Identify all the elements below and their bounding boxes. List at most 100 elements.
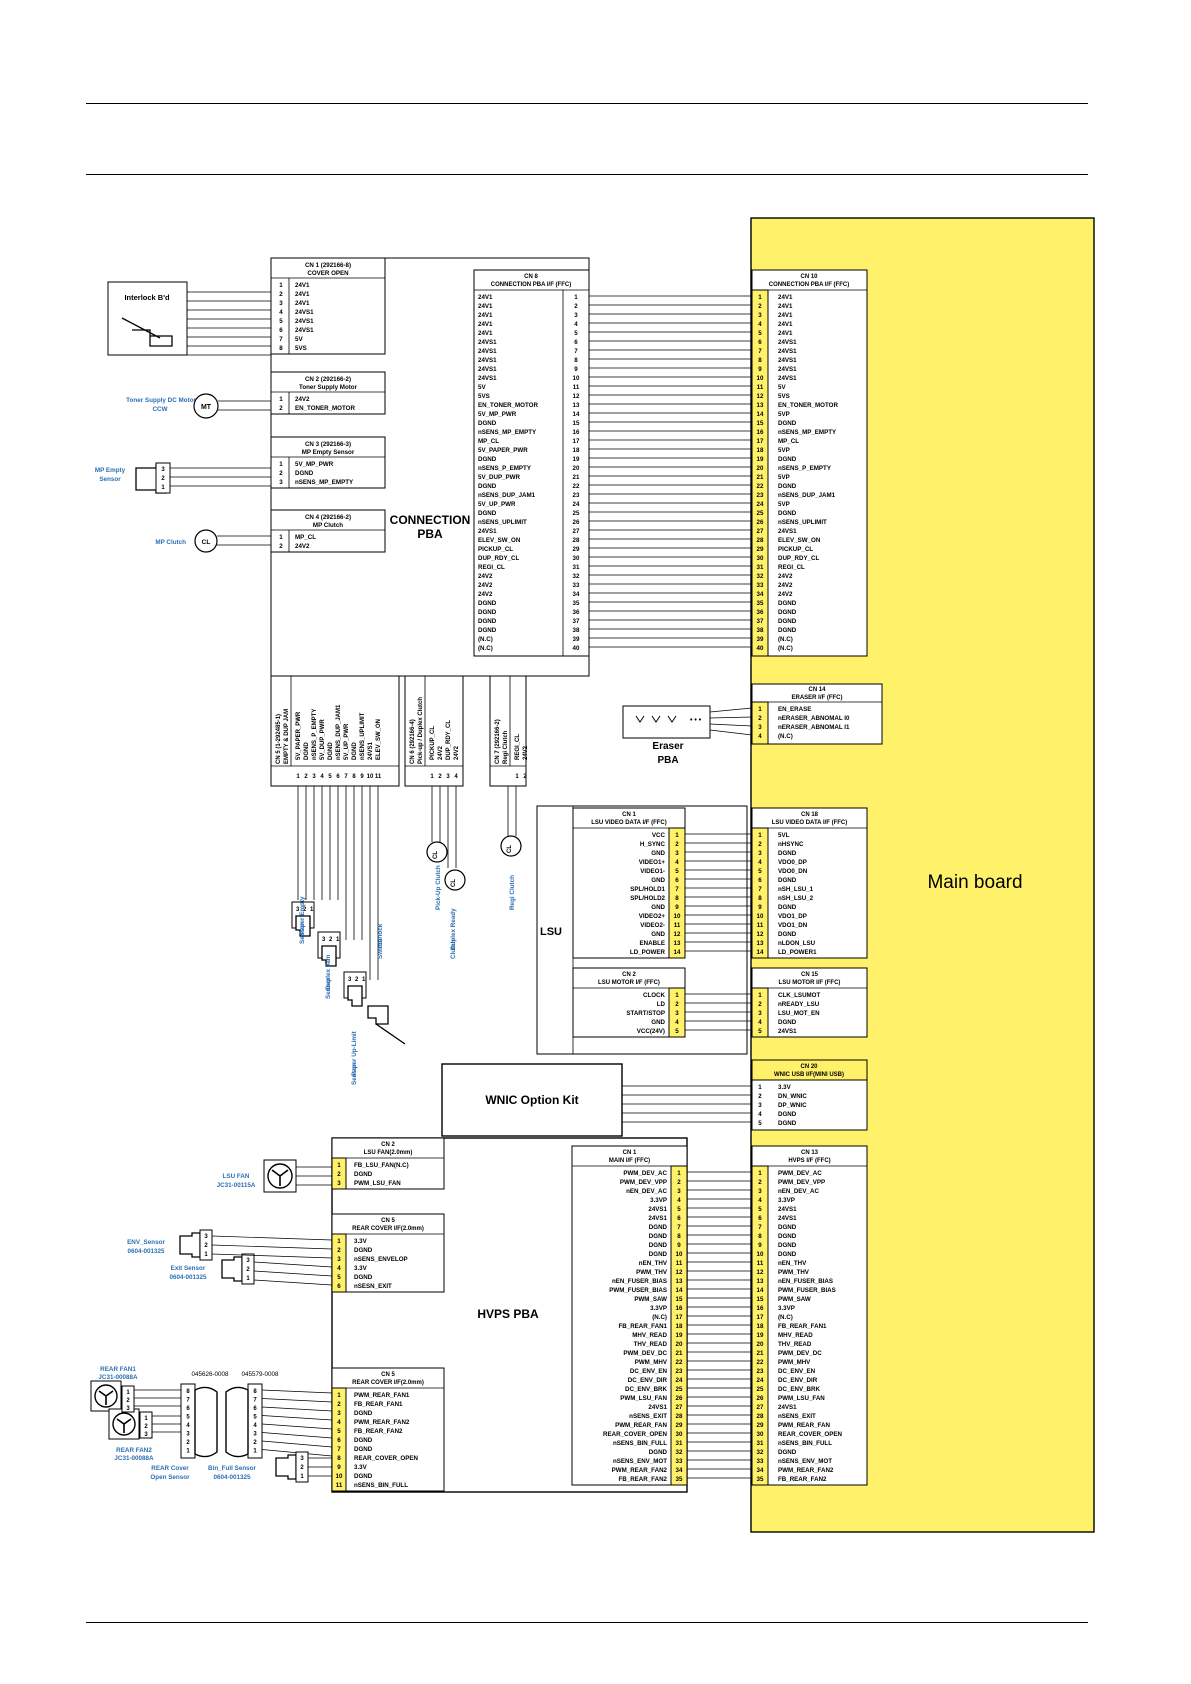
cn13-hvps-signal: nSENS_BIN_FULL (778, 1440, 832, 1447)
cn8-pin: 3 (574, 312, 578, 319)
cn10-signal: 24VS1 (778, 528, 797, 535)
cn13-hvps-pin: 33 (757, 1458, 764, 1465)
cn10-pin: 6 (758, 339, 762, 346)
cn18-lsu-video-title: LSU VIDEO DATA I/F (FFC) (772, 820, 848, 826)
cn8-signal: DGND (478, 627, 497, 634)
cn10-signal: nSENS_DUP_JAM1 (778, 492, 836, 499)
hvps-cn5-rear-cover-b-pin: 8 (337, 1455, 341, 1462)
hvps-cn1-main-pin: 5 (677, 1206, 681, 1213)
env-sensor-wire (211, 1235, 333, 1241)
cn5-empty-dup-jam-signal: 5V_PAPER_PWR (296, 711, 302, 760)
eraser-wire (709, 729, 753, 736)
hvps-cn1-main-signal: PWM_DEV_DC (623, 1350, 667, 1357)
duplex-jam-sensor-icon (321, 945, 337, 967)
cn8-signal: 24V1 (478, 294, 493, 301)
cn13-hvps-signal: nSENS_ENV_MOT (778, 1458, 832, 1465)
cn13-hvps-signal: PWM_REAR_FAN (778, 1422, 830, 1429)
hvps-cn1-main-pin: 13 (676, 1278, 683, 1285)
cn10-pin: 19 (757, 456, 764, 463)
lsu-cn1-video-signal: SPL/HOLD1 (630, 886, 665, 893)
cn10-pin: 24 (757, 501, 764, 508)
exit-sensor-wire (253, 1279, 333, 1286)
cn13-hvps-pin: 18 (757, 1323, 764, 1330)
connection-pba-label: PBA (417, 527, 443, 541)
cn10-signal: MP_CL (778, 438, 799, 445)
cn13-hvps-pin: 30 (757, 1431, 764, 1438)
cn8-pin: 5 (574, 330, 578, 337)
hvps-cn5-rear-cover-b-signal: PWM_REAR_FAN1 (354, 1392, 410, 1399)
cn13-hvps-signal: nEN_FUSER_BIAS (778, 1278, 833, 1285)
cn13-hvps-pin: 3 (758, 1188, 762, 1195)
cn8-pin: 22 (573, 483, 580, 490)
cn20-signal: DN_WNIC (778, 1093, 807, 1100)
env-sensor-pin: 1 (204, 1252, 208, 1258)
cn18-lsu-video-signal: nSH_LSU_2 (778, 895, 814, 902)
mp-empty-sensor-pin: 3 (161, 467, 165, 473)
cn10-signal: nSENS_P_EMPTY (778, 465, 832, 472)
toner-motor-symbol: MT (201, 404, 212, 411)
rear-fan2-pin: 2 (144, 1424, 148, 1430)
cn8-title: CN 8 (524, 274, 538, 280)
cn8-signal: 24V1 (478, 321, 493, 328)
cn3-mp-empty-signal: nSENS_MP_EMPTY (295, 479, 354, 486)
rear-fan2-blade-icon (116, 1418, 132, 1433)
cn8-pin: 19 (573, 456, 580, 463)
cn10-signal: DGND (778, 618, 797, 625)
hvps-cn1-main-pin: 14 (676, 1287, 683, 1294)
hvps-cn1-main-pin: 20 (676, 1341, 683, 1348)
cn6-pickup-duplex-clutch-pin: 3 (446, 774, 450, 780)
cn8-signal: 24V1 (478, 303, 493, 310)
cn8-signal: 24V2 (478, 573, 493, 580)
hvps-cn1-main-pin: 12 (676, 1269, 683, 1276)
cn8-pin: 1 (574, 294, 578, 301)
cn10-pin: 20 (757, 465, 764, 472)
cn13-hvps-pin: 12 (757, 1269, 764, 1276)
cn10-signal: ELEV_SW_ON (778, 537, 821, 544)
hvps-cn1-main-signal: (N.C) (652, 1314, 667, 1321)
main-board-label: Main board (927, 872, 1022, 893)
cn10-pin: 35 (757, 600, 764, 607)
cn5-empty-dup-jam-signal: 24VS1 (368, 741, 374, 760)
cn15-lsu-motor-pin-strip (751, 987, 769, 1038)
hvps-cn5-rear-cover-a-pin: 2 (337, 1247, 341, 1254)
hvps-cn5-rear-cover-b-title: CN 5 (381, 1372, 395, 1378)
cn10-signal: DGND (778, 510, 797, 517)
cn10-signal: nSENS_UPLIMIT (778, 519, 827, 526)
cn13-hvps-signal: (N.C) (778, 1314, 793, 1321)
exit-sensor-pin: 2 (246, 1267, 250, 1273)
cn20-signal: DGND (778, 1120, 797, 1127)
cn10-signal: REGI_CL (778, 564, 805, 571)
cn8-pin: 2 (574, 303, 578, 310)
cn1-cover-open-signal: 24V1 (295, 282, 310, 289)
cn6-pickup-duplex-clutch-title: CN 6 (292166-4) (410, 719, 416, 764)
cn1-cover-open-signal: 24VS1 (295, 327, 314, 334)
hvps-cn1-main-signal: DGND (649, 1251, 668, 1258)
cn18-lsu-video-pin: 1 (758, 832, 762, 839)
bin-full-sensor-pin: 3 (300, 1456, 304, 1462)
toner-motor-label: Toner Supply DC Motor (126, 397, 196, 404)
lsu-cn1-video-signal: LD_POWER (630, 949, 666, 956)
cn13-hvps-title: HVPS I/F (FFC) (788, 1158, 830, 1164)
interlock-board (107, 281, 188, 356)
lsu-cn1-video-pin: 1 (675, 832, 679, 839)
cn13-hvps-signal: MHV_READ (778, 1332, 813, 1339)
cn10-signal: 24V1 (778, 294, 793, 301)
mp-empty-sensor-pin: 2 (161, 476, 165, 482)
hvps-cn5-rear-cover-b-pin: 9 (337, 1464, 341, 1471)
cn8-signal: 5V_MP_PWR (478, 411, 517, 418)
cn10-signal: 24V1 (778, 330, 793, 337)
lsu-fan-label: JC31-00115A (217, 1182, 256, 1189)
hvps-cn2-lsu-fan-pin: 1 (337, 1162, 341, 1169)
hvps-cn1-main-signal: PWM_REAR_FAN2 (612, 1467, 668, 1474)
cn8-signal: 24V2 (478, 582, 493, 589)
cn10-connector (751, 269, 868, 657)
harness-wire (261, 1406, 333, 1412)
cn8-pin: 33 (573, 582, 580, 589)
eraser-pba-label: PBA (657, 755, 678, 766)
cn5-empty-dup-jam-signal: DGND (328, 742, 334, 760)
cn8-pin: 6 (574, 339, 578, 346)
cn13-hvps-pin: 16 (757, 1305, 764, 1312)
env-sensor-label: ENV_Sensor (127, 1239, 165, 1246)
hvps-cn1-main-pin: 35 (676, 1476, 683, 1483)
hvps-cn1-main-pin: 9 (677, 1242, 681, 1249)
